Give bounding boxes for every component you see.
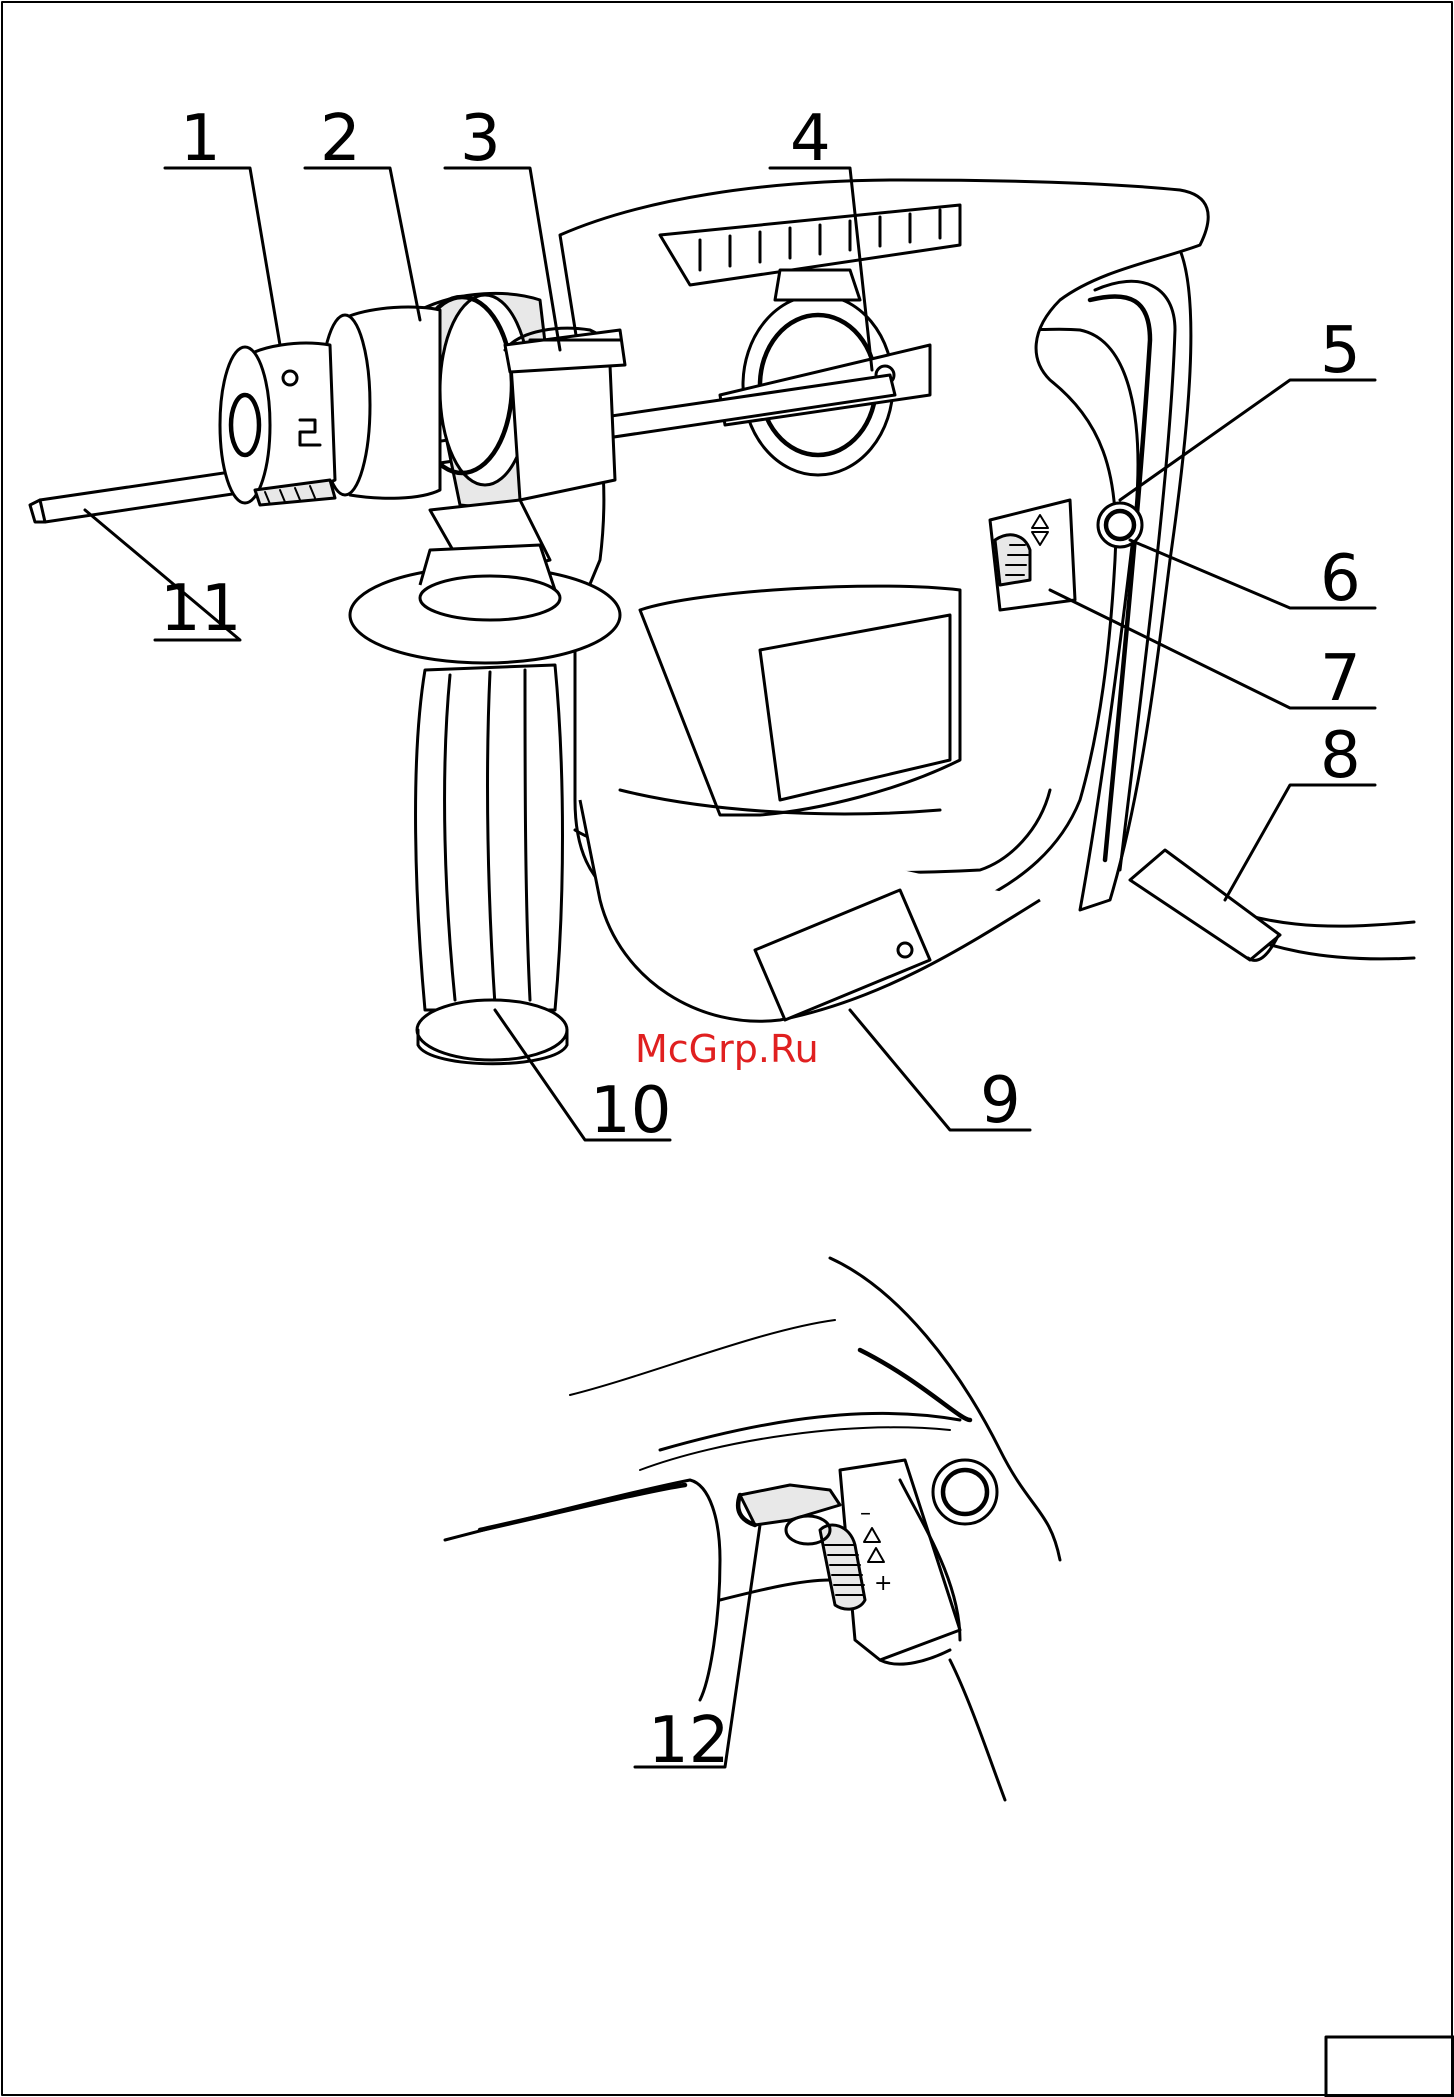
speed-mark-minus: – (860, 1501, 871, 1526)
trigger-detail-drawing: – + (445, 1258, 1060, 1800)
collar-rings (320, 295, 530, 498)
callout-5: 5 (1320, 314, 1361, 388)
page-number-box (1326, 2037, 1454, 2097)
callout-4: 4 (790, 102, 831, 176)
callout-2: 2 (320, 102, 361, 176)
cord-strain-relief (1130, 850, 1280, 960)
sds-chuck (220, 343, 335, 505)
callout-11: 11 (160, 572, 241, 646)
callout-7: 7 (1320, 642, 1361, 716)
callout-8: 8 (1320, 719, 1361, 793)
watermark: McGrp.Ru (635, 1027, 819, 1071)
speed-mark-plus: + (874, 1571, 892, 1596)
callout-9: 9 (980, 1064, 1021, 1138)
power-switch-button (933, 1460, 997, 1524)
trigger-area (990, 500, 1142, 610)
callout-3: 3 (460, 102, 501, 176)
callout-1: 1 (180, 102, 221, 176)
callout-6: 6 (1320, 542, 1361, 616)
callout-10: 10 (590, 1074, 671, 1148)
